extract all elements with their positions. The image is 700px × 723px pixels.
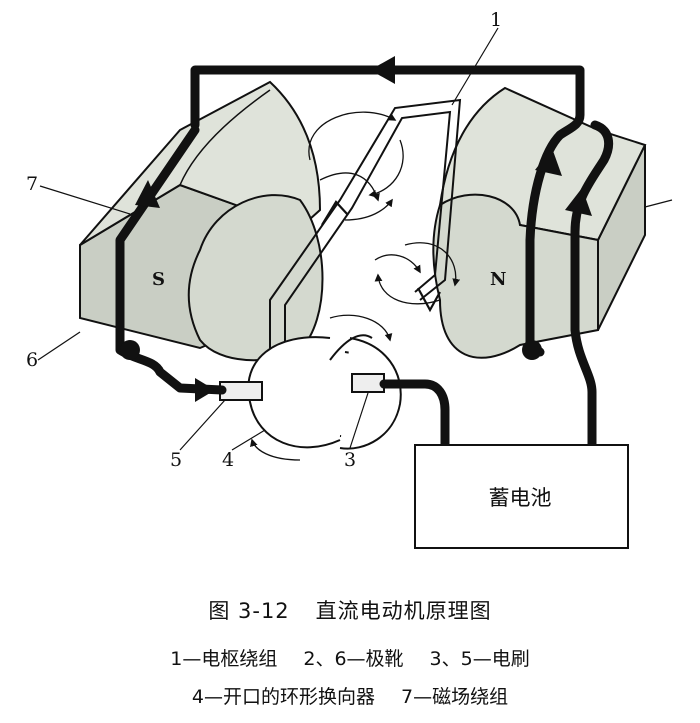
figure-title: 直流电动机原理图 — [315, 599, 492, 623]
callout-6: 6 — [26, 349, 38, 371]
commutator-ring — [247, 334, 402, 450]
field-circulation-arrows — [250, 111, 461, 461]
brush-3 — [351, 373, 385, 393]
legend-item: 2、6—极靴 — [303, 648, 404, 670]
legend-item: 1—电枢绕组 — [170, 648, 278, 670]
armature-winding — [269, 98, 462, 360]
figure-caption: 图 3-12 直流电动机原理图 — [0, 595, 700, 625]
callout-7: 7 — [26, 173, 38, 195]
wire-direction-arrows — [135, 56, 592, 402]
callout-1: 1 — [490, 9, 502, 31]
legend-line-2: 4—开口的环形换向器 7—磁场绕组 — [0, 682, 700, 709]
legend-line-1: 1—电枢绕组 2、6—极靴 3、5—电刷 — [0, 644, 700, 671]
terminal-right — [522, 340, 542, 360]
legend-item: 3、5—电刷 — [429, 648, 530, 670]
battery-box — [414, 444, 629, 549]
callout-leaders — [37, 27, 673, 451]
callout-4: 4 — [222, 449, 234, 471]
figure-number: 图 3-12 — [208, 599, 290, 623]
callout-5: 5 — [170, 449, 182, 471]
legend-item: 4—开口的环形换向器 — [191, 686, 375, 708]
legend-item: 7—磁场绕组 — [401, 686, 509, 708]
right-pole-shoe — [432, 86, 647, 359]
callout-3: 3 — [344, 449, 356, 471]
pole-label-south: S — [152, 269, 165, 290]
terminal-left — [120, 340, 140, 360]
battery-label: 蓄电池 — [489, 486, 552, 510]
pole-label-north: N — [490, 269, 506, 290]
